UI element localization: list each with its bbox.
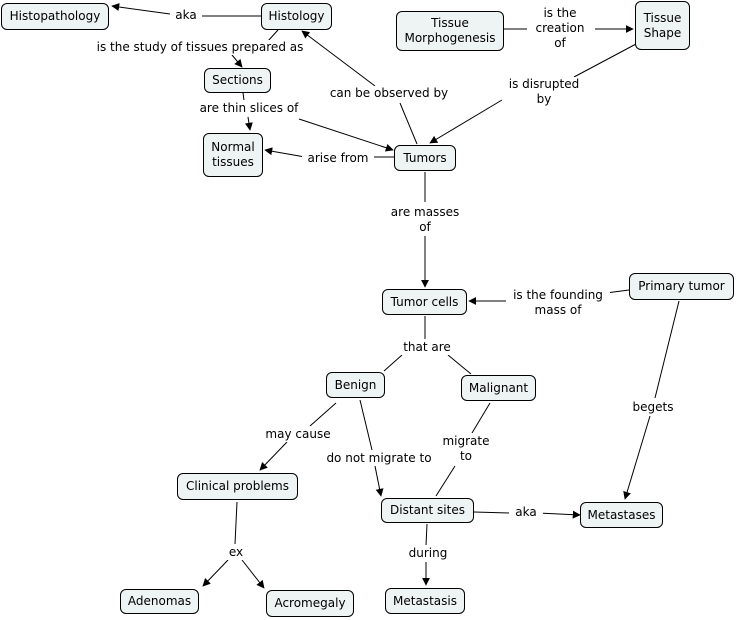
node-benign[interactable]: Benign [326,372,385,398]
link-label-begets: begets [627,400,679,415]
link-label-observed-by: can be observed by [325,86,453,101]
node-sections[interactable]: Sections [204,68,271,93]
node-tissue-morphogenesis[interactable]: Tissue Morphogenesis [396,11,504,51]
link-label-aka: aka [509,505,543,520]
link-label-during: during [401,546,455,561]
link-label-ex: ex [222,545,250,560]
node-histology[interactable]: Histology [261,3,332,30]
link-label-may-cause: may cause [259,427,337,442]
link-label-that-are: that are [397,340,457,355]
node-metastases[interactable]: Metastases [580,502,663,528]
node-adenomas[interactable]: Adenomas [120,589,199,614]
link-label-study-of: is the study of tissues prepared as [91,40,309,55]
link-label-aka: aka [170,8,202,23]
link-label-masses-of: are masses of [383,205,467,235]
node-distant-sites[interactable]: Distant sites [381,498,474,523]
link-label-creation-of: is the creation of [527,6,593,51]
link-label-migrate-to: migrate to [437,434,495,464]
node-normal-tissues[interactable]: Normal tissues [203,133,263,177]
link-label-arise-from: arise from [302,151,374,166]
node-metastasis[interactable]: Metastasis [385,588,465,614]
node-malignant[interactable]: Malignant [461,375,536,401]
node-primary-tumor[interactable]: Primary tumor [629,273,734,300]
link-label-do-not-migrate: do not migrate to [320,451,438,466]
node-acromegaly[interactable]: Acromegaly [266,590,354,617]
node-tumor-cells[interactable]: Tumor cells [382,289,467,315]
link-label-founding-mass: is the founding mass of [506,288,610,318]
node-tissue-shape[interactable]: Tissue Shape [635,1,690,50]
node-clinical-problems[interactable]: Clinical problems [177,473,298,500]
node-tumors[interactable]: Tumors [394,145,456,171]
link-label-disrupted-by: is disrupted by [502,77,586,107]
node-histopathology[interactable]: Histopathology [1,3,109,30]
link-label-thin-slices: are thin slices of [193,101,305,116]
